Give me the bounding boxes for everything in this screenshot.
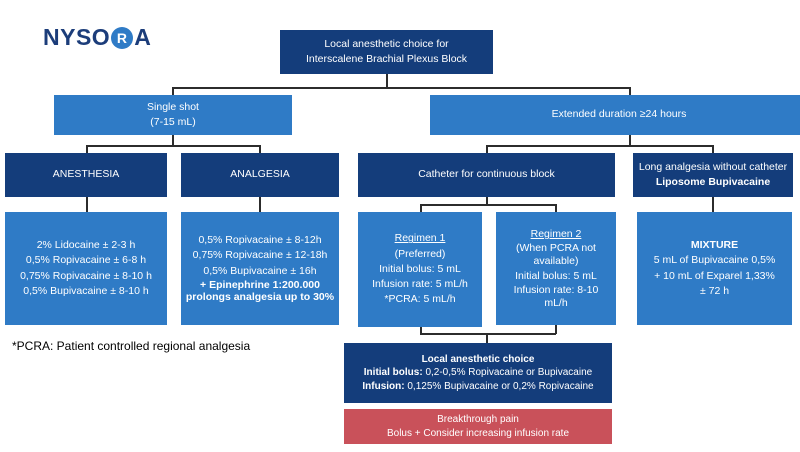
- mixture-title: MIXTURE: [690, 239, 739, 252]
- mixture-item: ± 72 h: [699, 284, 730, 297]
- connector: [486, 197, 488, 205]
- regimen1-sub: (Preferred): [394, 247, 446, 260]
- anesthesia-item: 0,5% Bupivacaine ± 8-10 h: [23, 284, 149, 297]
- logo-text-pre: NYSO: [43, 24, 111, 50]
- connector: [420, 333, 556, 335]
- analgesia-title: ANALGESIA: [230, 168, 290, 181]
- regimen2-item: Initial bolus: 5 mL: [515, 269, 597, 282]
- connector: [172, 87, 630, 89]
- regimen2-sub1: (When PCRA not: [516, 242, 596, 255]
- analgesia-item: 0,5% Bupivacaine ± 16h: [203, 264, 317, 277]
- mixture-node: MIXTURE 5 mL of Bupivacaine 0,5% + 10 mL…: [637, 212, 792, 325]
- analgesia-options: 0,5% Ropivacaine ± 8-12h 0,75% Ropivacai…: [181, 212, 339, 325]
- regimen1-item: *PCRA: 5 mL/h: [384, 293, 456, 306]
- analgesia-note2: prolongs analgesia up to 30%: [185, 291, 335, 304]
- analgesia-item: 0,5% Ropivacaine ± 8-12h: [198, 234, 322, 247]
- connector: [486, 145, 488, 153]
- breakthrough-node: Breakthrough pain Bolus + Consider incre…: [344, 409, 612, 444]
- connector: [486, 333, 488, 343]
- breakthrough-line1: Breakthrough pain: [437, 413, 519, 425]
- connector: [86, 145, 260, 147]
- regimen2-node: Regimen 2 (When PCRA not available) Init…: [496, 212, 616, 325]
- connector: [86, 145, 88, 153]
- long-analgesia-line1: Long analgesia without catheter: [638, 160, 788, 173]
- logo-text-post: A: [134, 24, 152, 50]
- connector: [555, 325, 557, 334]
- regimen1-title: Regimen 1: [394, 232, 446, 245]
- catheter-title: Catheter for continuous block: [418, 168, 555, 181]
- la-choice-bolus: Initial bolus: 0,2-0,5% Ropivacaine or B…: [364, 366, 592, 380]
- connector: [712, 197, 714, 212]
- regimen2-sub2: available): [533, 255, 579, 268]
- anesthesia-node: ANESTHESIA: [5, 153, 167, 197]
- connector: [172, 135, 174, 146]
- la-choice-infusion-value: 0,125% Bupivacaine or 0,2% Ropivacaine: [404, 380, 594, 392]
- mixture-item: + 10 mL of Exparel 1,33%: [654, 269, 775, 282]
- analgesia-node: ANALGESIA: [181, 153, 339, 197]
- anesthesia-item: 2% Lidocaine ± 2-3 h: [36, 239, 136, 252]
- mixture-item: 5 mL of Bupivacaine 0,5%: [653, 254, 776, 267]
- connector: [629, 135, 631, 146]
- regimen2-title: Regimen 2: [530, 228, 582, 241]
- anesthesia-item: 0,5% Ropivacaine ± 6-8 h: [25, 254, 147, 267]
- single-shot-node: Single shot (7-15 mL): [54, 95, 292, 135]
- connector: [555, 204, 557, 212]
- anesthesia-item: 0,75% Ropivacaine ± 8-10 h: [20, 269, 152, 282]
- catheter-node: Catheter for continuous block: [358, 153, 615, 197]
- la-choice-title: Local anesthetic choice: [421, 353, 535, 365]
- root-line2: Interscalene Brachial Plexus Block: [305, 53, 468, 65]
- regimen1-item: Infusion rate: 5 mL/h: [372, 278, 468, 291]
- regimen1-item: Initial bolus: 5 mL: [379, 262, 461, 275]
- la-choice-bolus-label: Initial bolus:: [363, 367, 423, 379]
- connector: [486, 145, 713, 147]
- anesthesia-title: ANESTHESIA: [52, 168, 120, 181]
- connector: [259, 197, 261, 212]
- la-choice-node: Local anesthetic choice Initial bolus: 0…: [344, 343, 612, 403]
- la-choice-infusion: Infusion: 0,125% Bupivacaine or 0,2% Rop…: [362, 380, 593, 394]
- connector: [420, 204, 556, 206]
- regimen2-item: mL/h: [544, 296, 568, 309]
- connector: [420, 327, 422, 334]
- la-choice-bolus-value: 0,2-0,5% Ropivacaine or Bupivacaine: [422, 367, 593, 379]
- la-choice-infusion-label: Infusion:: [362, 380, 405, 392]
- connector: [86, 197, 88, 212]
- logo-ring: R: [111, 26, 134, 49]
- connector: [420, 204, 422, 212]
- connector: [386, 74, 388, 88]
- long-analgesia-node: Long analgesia without catheter Liposome…: [633, 153, 793, 197]
- nysora-logo: NYSO R A: [43, 24, 151, 51]
- single-shot-line2: (7-15 mL): [150, 116, 196, 128]
- root-line1: Local anesthetic choice for: [324, 37, 449, 50]
- extended-line1: Extended duration ≥24 hours: [551, 108, 687, 121]
- extended-duration-node: Extended duration ≥24 hours: [430, 95, 800, 135]
- anesthesia-options: 2% Lidocaine ± 2-3 h 0,5% Ropivacaine ± …: [5, 212, 167, 325]
- analgesia-note1: + Epinephrine 1:200.000: [200, 278, 320, 291]
- connector: [629, 87, 631, 95]
- connector: [259, 145, 261, 153]
- regimen1-node: Regimen 1 (Preferred) Initial bolus: 5 m…: [358, 212, 482, 327]
- footnote: *PCRA: Patient controlled regional analg…: [12, 339, 251, 353]
- connector: [172, 87, 174, 95]
- root-node: Local anesthetic choice for Interscalene…: [280, 30, 493, 74]
- single-shot-line1: Single shot: [147, 100, 199, 113]
- breakthrough-line2: Bolus + Consider increasing infusion rat…: [386, 427, 570, 439]
- regimen2-item: Infusion rate: 8-10: [513, 283, 599, 296]
- connector: [712, 145, 714, 153]
- long-analgesia-line2: Liposome Bupivacaine: [655, 176, 771, 188]
- analgesia-item: 0,75% Ropivacaine ± 12-18h: [192, 249, 328, 262]
